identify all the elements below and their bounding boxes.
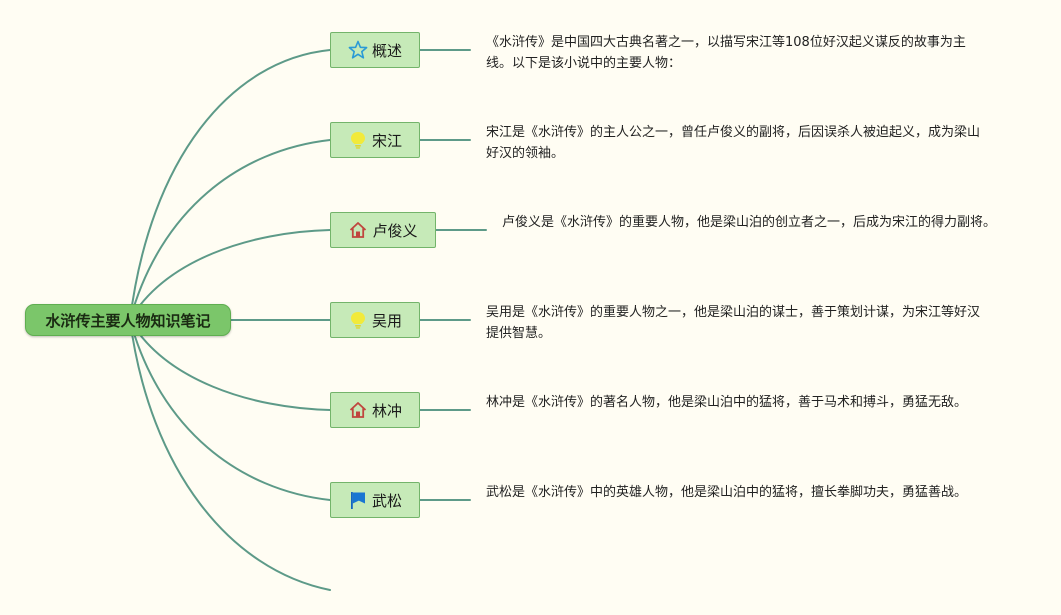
root-label: 水浒传主要人物知识笔记 [45,311,211,330]
connector-linchong [129,319,331,411]
connector-empty-branch [129,319,331,591]
node-label: 概述 [371,41,402,60]
root-node[interactable]: 水浒传主要人物知识笔记 [25,304,231,336]
node-label: 吴用 [371,311,402,330]
desc-wusong: 武松是《水浒传》中的英雄人物，他是梁山泊中的猛将，擅长拳脚功夫，勇猛善战。 [486,485,968,500]
desc-wuyong: 吴用是《水浒传》的重要人物之一，他是梁山泊的谋士，善于策划计谋，为宋江等好汉提供… [486,305,981,341]
node-wuyong[interactable]: 吴用 [330,302,420,338]
node-label: 卢俊义 [372,221,418,240]
desc-songjiang: 宋江是《水浒传》的主人公之一，曾任卢俊义的副将，后因误杀人被迫起义，成为梁山好汉… [486,125,981,161]
lightbulb-icon [348,130,368,150]
node-label: 林冲 [371,401,402,420]
node-lujunyi[interactable]: 卢俊义 [330,212,436,248]
node-overview[interactable]: 概述 [330,32,420,68]
star-icon [348,40,368,60]
node-songjiang[interactable]: 宋江 [330,122,420,158]
connector-lujunyi [129,229,331,321]
connector-songjiang [129,139,331,321]
lightbulb-icon [348,310,368,330]
node-linchong[interactable]: 林冲 [330,392,420,428]
connector-overview [129,49,331,321]
desc-linchong: 林冲是《水浒传》的著名人物，他是梁山泊中的猛将，善于马术和搏斗，勇猛无敌。 [486,395,968,410]
node-label: 武松 [371,491,402,510]
node-label: 宋江 [371,131,402,150]
node-wusong[interactable]: 武松 [330,482,420,518]
desc-lujunyi: 卢俊义是《水浒传》的重要人物，他是梁山泊的创立者之一，后成为宋江的得力副将。 [502,215,997,230]
desc-overview: 《水浒传》是中国四大古典名著之一，以描写宋江等108位好汉起义谋反的故事为主线。… [486,35,966,71]
flag-icon [348,490,368,510]
connector-wusong [129,319,331,501]
house-icon [348,220,368,240]
house-icon [348,400,368,420]
